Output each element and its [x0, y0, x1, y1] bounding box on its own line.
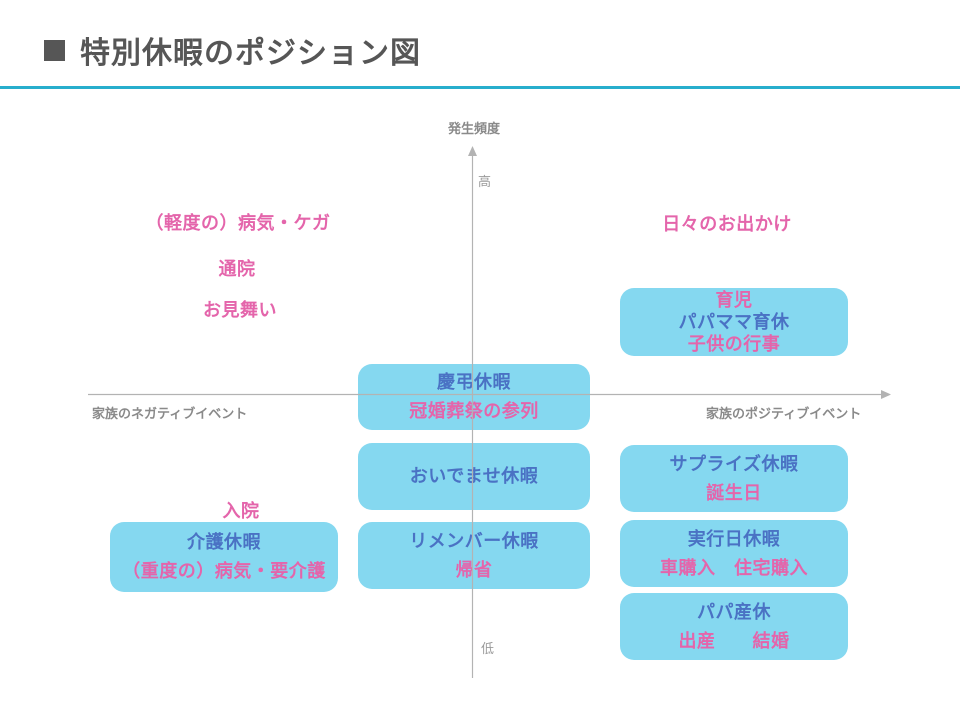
box-care-leave: 介護休暇 （重度の）病気・要介護: [110, 522, 338, 592]
page-title: 特別休暇のポジション図: [44, 28, 421, 72]
box-line: サプライズ休暇: [669, 453, 799, 474]
title-divider: [0, 86, 960, 89]
box-papa-paternity-leave: パパ産休 出産 結婚: [620, 593, 848, 660]
page-title-text: 特別休暇のポジション図: [80, 37, 421, 70]
box-line: 子供の行事: [687, 334, 781, 354]
label-omimai: お見舞い: [203, 300, 277, 320]
box-line: パパ産休: [697, 601, 771, 622]
box-line: 車購入 住宅購入: [660, 557, 808, 578]
y-axis-low-label: 低: [481, 641, 495, 656]
label-hospitalization: 入院: [222, 501, 260, 521]
y-axis-high-label: 高: [478, 174, 492, 189]
label-hospital-visit: 通院: [218, 259, 256, 279]
x-axis-arrow-icon: [881, 390, 891, 399]
box-line: おいでませ休暇: [409, 466, 539, 486]
box-line: パパママ育休: [678, 312, 790, 332]
box-line: 出産 結婚: [678, 630, 790, 651]
box-line: 育児: [715, 290, 753, 310]
box-surprise-leave: サプライズ休暇 誕生日: [620, 445, 848, 512]
x-axis-right-label: 家族のポジティブイベント: [706, 406, 862, 421]
square-bullet-icon: [44, 39, 65, 61]
y-axis-title: 発生頻度: [447, 121, 501, 136]
box-line: （重度の）病気・要介護: [122, 561, 326, 581]
box-line: 実行日休暇: [687, 528, 781, 549]
box-oidemase-leave: おいでませ休暇: [358, 443, 590, 510]
box-execution-day-leave: 実行日休暇 車購入 住宅購入: [620, 520, 848, 587]
box-line: 誕生日: [706, 482, 762, 503]
box-condolence-leave: 慶弔休暇 冠婚葬祭の参列: [358, 364, 590, 430]
box-line: 慶弔休暇: [437, 372, 511, 392]
box-line: 帰省: [455, 559, 493, 580]
box-line: リメンバー休暇: [409, 530, 539, 551]
y-axis-arrow-icon: [468, 146, 477, 156]
box-childcare-leave: 育児 パパママ育休 子供の行事: [620, 288, 848, 356]
box-line: 冠婚葬祭の参列: [409, 401, 539, 421]
box-remember-leave: リメンバー休暇 帰省: [358, 522, 590, 589]
box-line: 介護休暇: [187, 532, 261, 552]
label-daily-outing: 日々のお出かけ: [662, 214, 792, 234]
x-axis-left-label: 家族のネガティブイベント: [92, 406, 248, 421]
label-minor-illness-injury: （軽度の）病気・ケガ: [145, 213, 331, 233]
